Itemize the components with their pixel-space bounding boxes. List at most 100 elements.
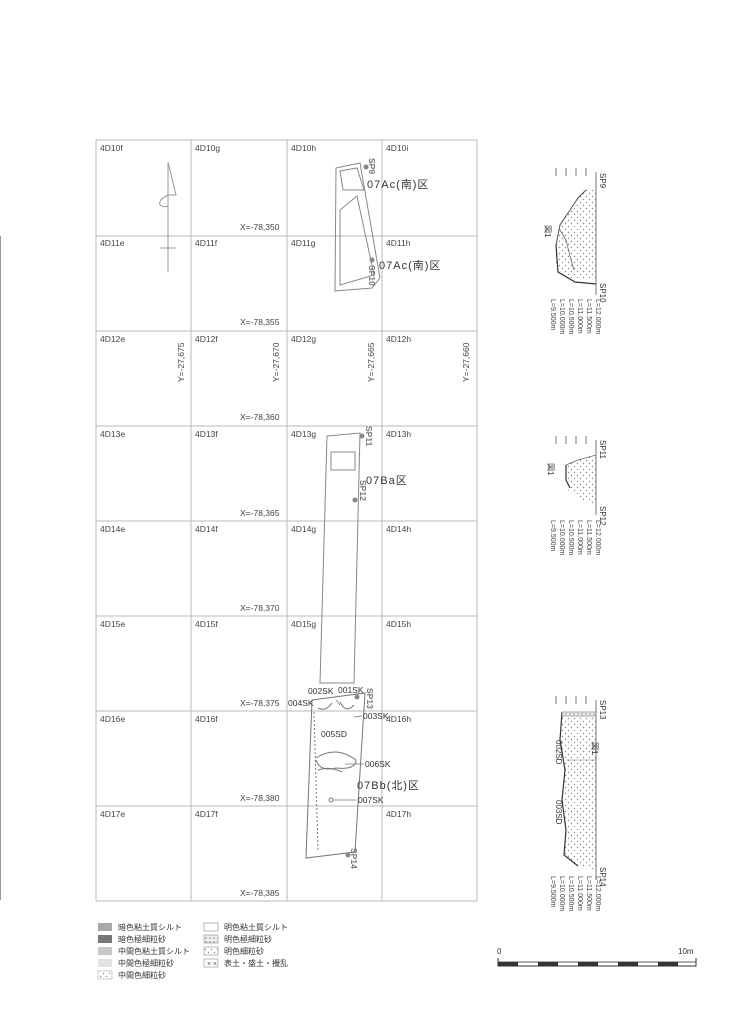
survey-point-labels: SP9 SP10 SP11 SP12 SP13 SP14: [349, 158, 377, 869]
grid-lines: [95, 139, 478, 902]
area-label: 07Ba区: [366, 475, 408, 487]
elevation-label: L=11.500m: [585, 876, 592, 911]
survey-point: [369, 257, 375, 263]
x-coord-label: X=-78,385: [240, 888, 280, 898]
cell-label: 4D13e: [100, 429, 125, 439]
legend-swatch: [98, 935, 112, 943]
legend-swatch: [203, 934, 219, 944]
cell-label: 4D14f: [195, 524, 218, 534]
x-coord-label: X=-78,365: [240, 508, 280, 518]
north-arrow-icon: [159, 161, 177, 272]
elevation-label: L=11.000m: [576, 299, 583, 334]
legend-swatch: [203, 922, 219, 932]
x-coord-label: X=-78,375: [240, 698, 280, 708]
elevation-label: L=10.500m: [567, 876, 574, 911]
legend-label: 中間色粘土質シルト: [118, 946, 190, 956]
legend-label: 暗色粘土質シルト: [118, 922, 182, 932]
section-sp11-sp12: SP11 SP12 図1 L=12.000m L=11.500m L=11.00…: [546, 436, 607, 555]
legend-swatch: [98, 959, 112, 967]
elevation-label: L=10.000m: [558, 520, 565, 555]
cell-label: 4D13g: [291, 429, 316, 439]
legend: 暗色粘土質シルト 暗色極細粒砂 中間色粘土質シルト 中間色極細粒砂 中間色細粒砂…: [97, 922, 288, 980]
elevation-label: L=11.000m: [576, 520, 583, 555]
legend-swatch: [98, 923, 112, 931]
cell-label: 4D14h: [386, 524, 411, 534]
sp-label: SP14: [349, 848, 359, 869]
survey-point: [363, 164, 369, 170]
elevation-label: L=9.500m: [549, 876, 556, 907]
trench-a: [334, 162, 381, 292]
elevation-label: L=10.500m: [567, 520, 574, 555]
feature-label: 002SK: [308, 686, 334, 696]
y-coordinates: Y=-27,675 Y=-27,670 Y=-27,665 Y=-27,660: [176, 342, 471, 382]
feature-label: 004SK: [288, 698, 314, 708]
section-fig-label: 図1: [546, 463, 555, 476]
trench-c: [305, 692, 366, 859]
cell-label: 4D10i: [386, 143, 408, 153]
cell-label: 4D17h: [386, 809, 411, 819]
cell-label: 4D10f: [100, 143, 123, 153]
elevation-label: L=12.000m: [594, 876, 601, 911]
section-top-label: SP9: [598, 173, 607, 189]
feature-label: 003SK: [363, 711, 389, 721]
section-sd-label: 003SD: [554, 800, 563, 825]
x-coordinates: X=-78,350 X=-78,355 X=-78,360 X=-78,365 …: [240, 222, 280, 898]
cell-label: 4D13h: [386, 429, 411, 439]
elevation-label: L=10.500m: [567, 299, 574, 334]
cell-label: 4D12g: [291, 334, 316, 344]
cell-label: 4D16h: [386, 714, 411, 724]
cell-label: 4D12h: [386, 334, 411, 344]
legend-label: 明色極細粒砂: [224, 934, 272, 944]
survey-point: [352, 497, 358, 503]
cell-label: 4D17e: [100, 809, 125, 819]
elevation-label: L=10.000m: [558, 876, 565, 911]
section-bottom-label: SP12: [598, 506, 607, 526]
section-sp13-sp14: SP13 SP14 図1 002SD 003SD L=12.000m L=11.…: [549, 696, 607, 911]
sp-label: SP11: [364, 426, 374, 447]
y-coord-label: Y=-27,665: [366, 342, 376, 382]
cell-label: 4D11f: [195, 238, 218, 248]
section-bottom-label: SP10: [598, 283, 607, 303]
sp-label: SP12: [358, 480, 368, 501]
section-sd-label: 002SD: [554, 740, 563, 765]
feature-label: 005SD: [321, 729, 347, 739]
legend-label: 中間色極細粒砂: [118, 958, 174, 968]
scale-bar: 0 10m: [497, 947, 697, 967]
elevation-label: L=11.500m: [585, 299, 592, 334]
legend-swatch: [203, 958, 219, 968]
cell-label: 4D11h: [386, 238, 411, 248]
section-bottom-label: SP14: [598, 867, 607, 887]
area-label: 07Ac(南)区: [367, 178, 429, 191]
elevation-label: L=11.500m: [585, 520, 592, 555]
cell-label: 4D12f: [195, 334, 218, 344]
legend-swatch: [97, 970, 113, 980]
svg-text:× ×: × ×: [207, 961, 217, 968]
legend-swatch: [98, 947, 112, 955]
sp-label: SP9: [367, 158, 377, 174]
legend-label: 明色細粒砂: [224, 946, 264, 956]
sp-label: SP10: [367, 265, 377, 286]
elevation-label: L=11.000m: [576, 876, 583, 911]
x-coord-label: X=-78,355: [240, 317, 280, 327]
survey-point: [359, 433, 365, 439]
cell-label: 4D15h: [386, 619, 411, 629]
trench-b: [319, 432, 361, 684]
cell-label: 4D13f: [195, 429, 218, 439]
survey-points: [345, 164, 375, 858]
cell-label: 4D17f: [195, 809, 218, 819]
y-coord-label: Y=-27,675: [176, 342, 186, 382]
section-sp9-sp10: SP9 SP10 図1 L=12.000m L=11.500m L=11.000…: [543, 168, 607, 334]
cell-label: 4D10h: [291, 143, 316, 153]
x-coord-label: X=-78,370: [240, 603, 280, 613]
y-coord-label: Y=-27,660: [461, 342, 471, 382]
x-coord-label: X=-78,380: [240, 793, 280, 803]
feature-labels: 002SK 001SK 004SK 003SK 005SD 006SK 007S…: [288, 685, 391, 805]
section-fig-label: 図1: [543, 225, 552, 238]
elevation-label: L=9.500m: [549, 520, 556, 551]
feature-label: 001SK: [338, 685, 364, 695]
cell-label: 4D16f: [195, 714, 218, 724]
elevation-label: L=12.000m: [594, 520, 601, 555]
cell-label: 4D15e: [100, 619, 125, 629]
section-fig-label: 図1: [590, 742, 599, 755]
